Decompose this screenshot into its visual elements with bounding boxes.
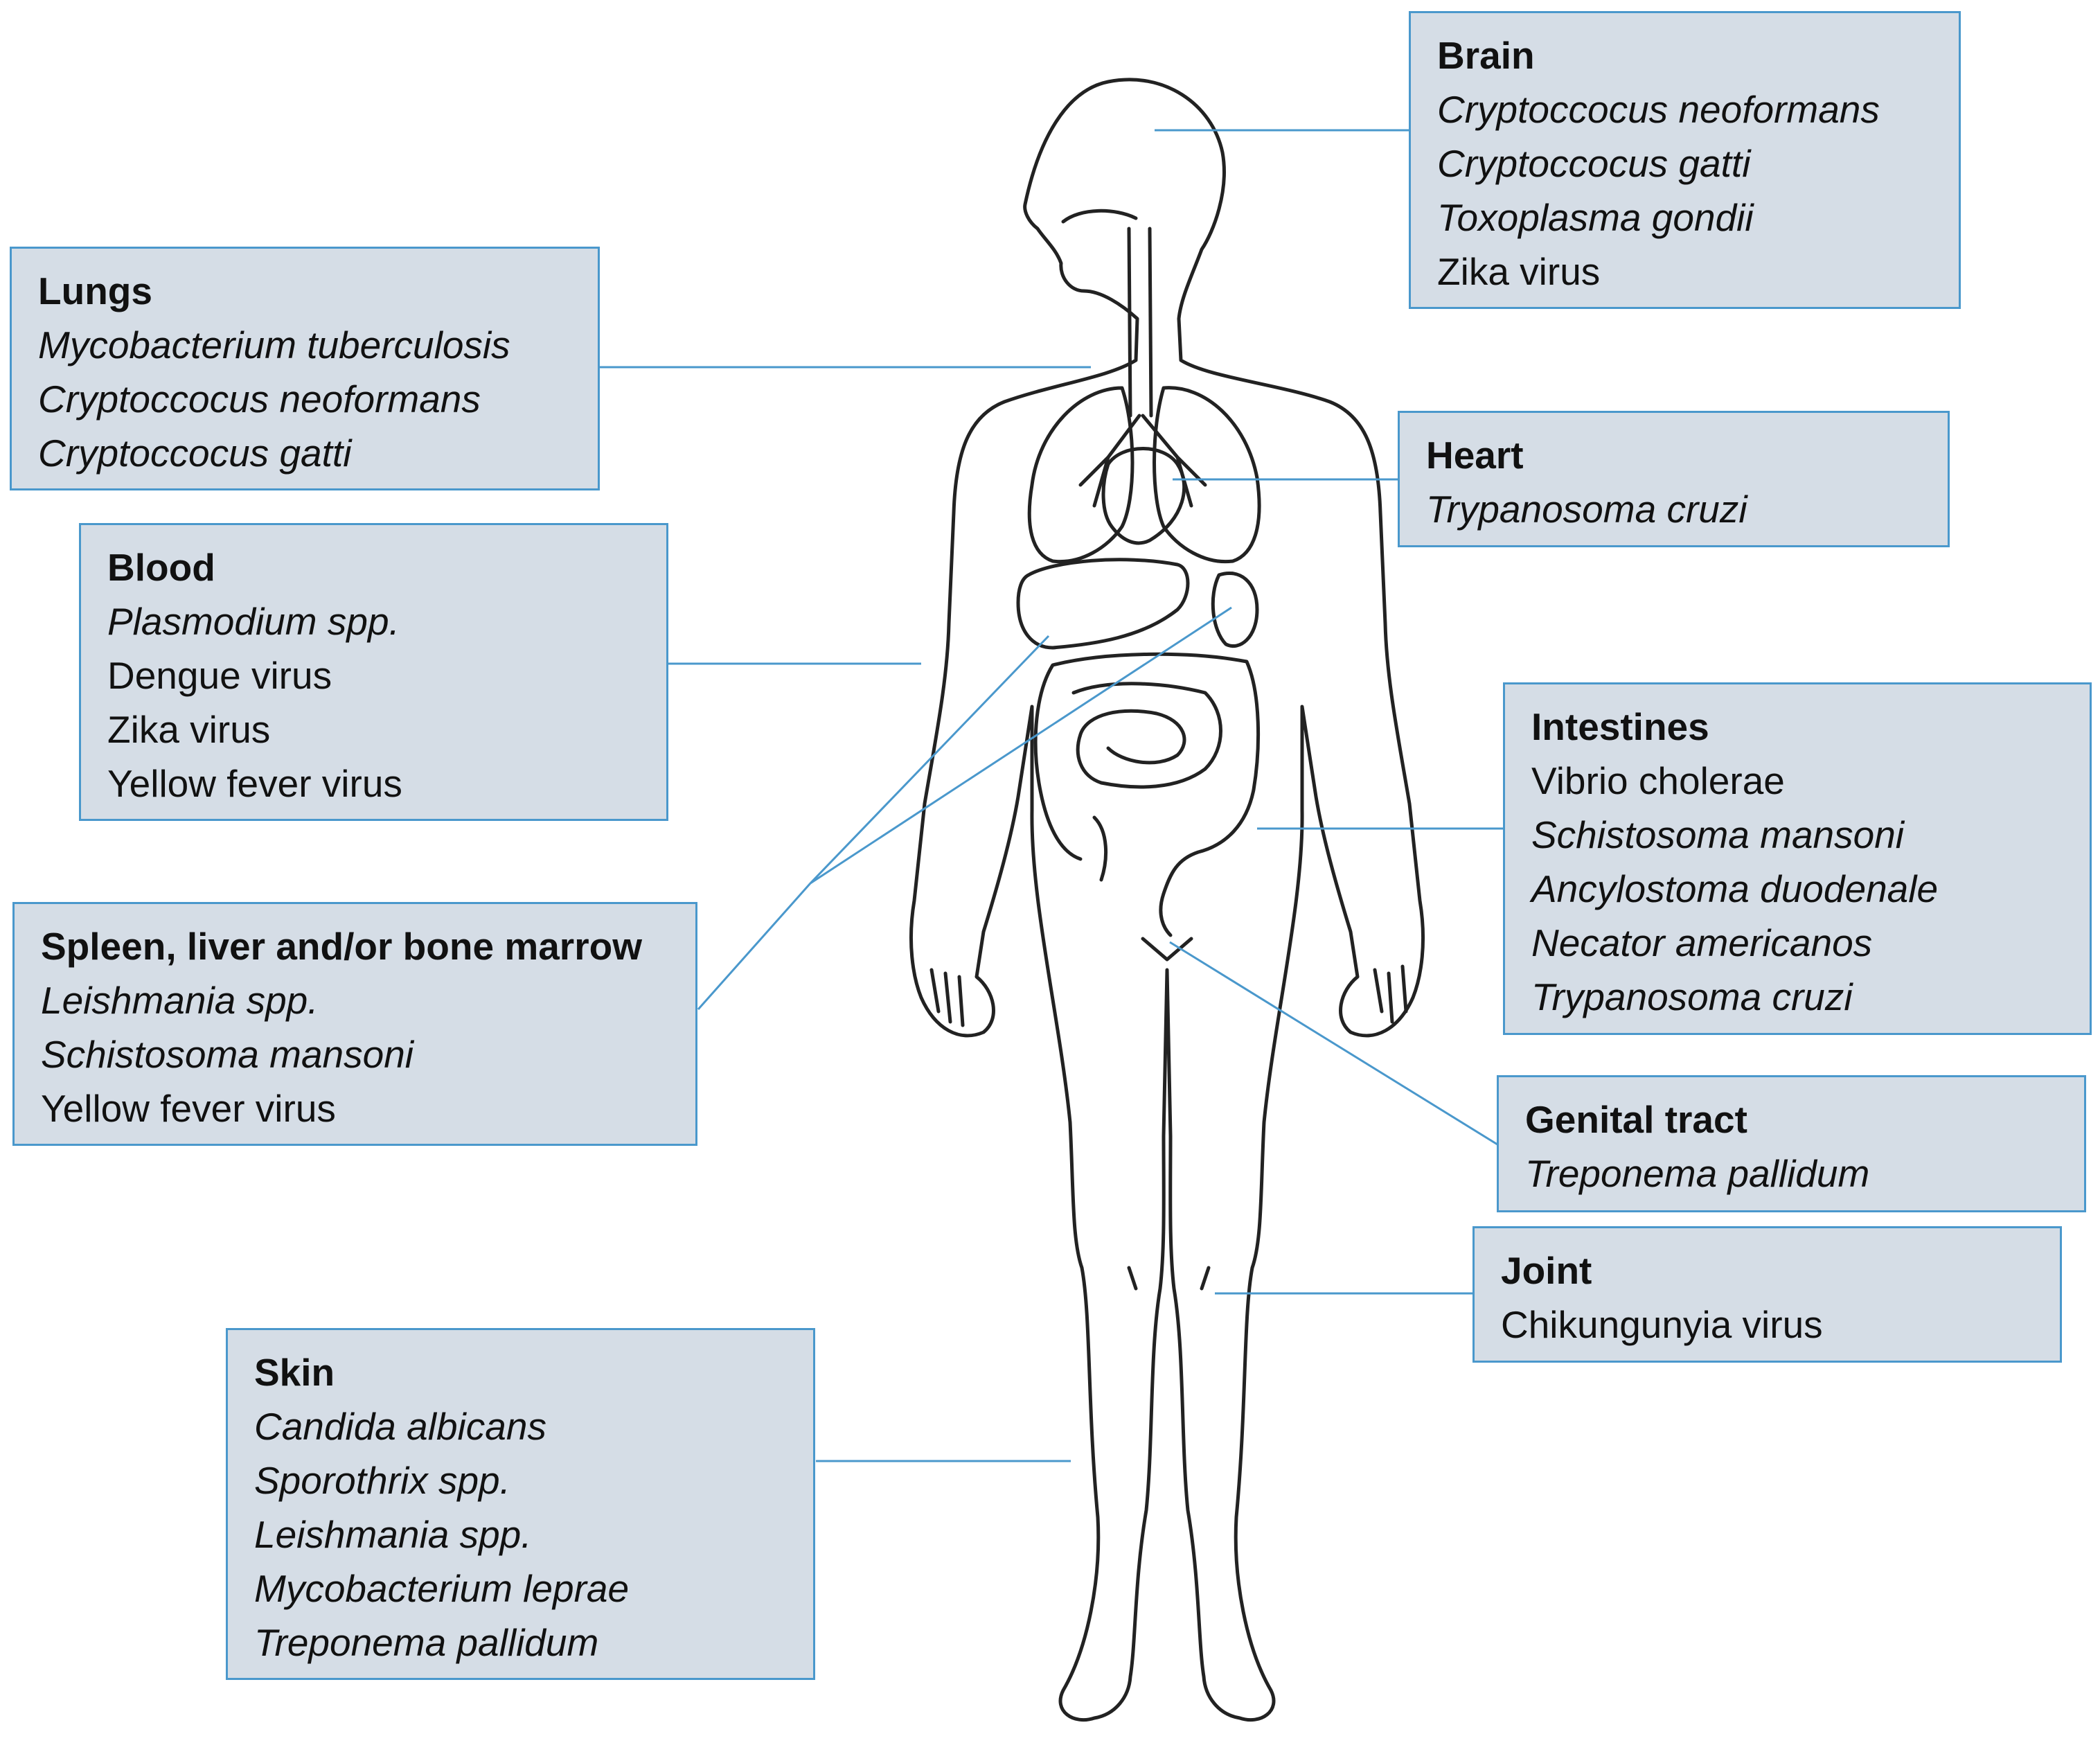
large-intestine	[1033, 652, 1261, 937]
blood-organism: Yellow fever virus	[107, 762, 402, 805]
spleen-organism: Leishmania spp.	[41, 979, 319, 1022]
brain-organism: Zika virus	[1437, 250, 1601, 293]
joint-title: Joint	[1501, 1249, 1592, 1292]
appendix	[1092, 815, 1108, 882]
spleen-organism: Schistosoma mansoni	[41, 1033, 414, 1076]
blood-organism: Zika virus	[107, 708, 271, 751]
genital-tract-title: Genital tract	[1525, 1098, 1747, 1141]
lungs-organism: Cryptoccocus gatti	[38, 432, 352, 475]
bronchi	[1078, 414, 1207, 508]
leader-lines	[598, 129, 1503, 1462]
lungs-organism: Cryptoccocus neoformans	[38, 378, 481, 421]
nasal-passage	[1061, 209, 1138, 224]
heart-box: Heart Trypanosoma cruzi	[1398, 411, 1950, 547]
skin-title: Skin	[254, 1351, 335, 1394]
leader-spleen-2	[809, 635, 1050, 885]
blood-organism: Plasmodium spp.	[107, 600, 400, 643]
liver	[1016, 558, 1190, 650]
heart-title: Heart	[1426, 434, 1524, 477]
intestines-organism: Vibrio cholerae	[1531, 759, 1785, 802]
knee-lines	[1127, 1266, 1211, 1291]
blood-title: Blood	[107, 546, 215, 589]
genital-organism: Treponema pallidum	[1525, 1152, 1870, 1195]
right-hand-fingers	[1373, 964, 1408, 1024]
skin-organism: Candida albicans	[254, 1405, 546, 1448]
genital-tract-box: Genital tract Treponema pallidum	[1497, 1075, 2086, 1212]
leader-spleen-3	[810, 606, 1232, 885]
joint-box: Joint Chikungunyia virus	[1472, 1226, 2062, 1363]
lungs-box: Lungs Mycobacterium tuberculosis Cryptoc…	[10, 247, 600, 490]
spleen-liver-bone-marrow-box: Spleen, liver and/or bone marrow Leishma…	[12, 902, 697, 1146]
leader-genital	[1169, 941, 1498, 1146]
brain-box: Brain Cryptoccocus neoformans Cryptoccoc…	[1409, 11, 1961, 309]
skin-organism: Treponema pallidum	[254, 1621, 599, 1664]
small-intestine	[1071, 682, 1222, 789]
left-hand-fingers	[929, 968, 965, 1027]
left-lung	[1027, 386, 1134, 564]
skin-box: Skin Candida albicans Sporothrix spp. Le…	[226, 1328, 815, 1680]
intestines-organism: Ancylostoma duodenale	[1531, 867, 1939, 910]
brain-organism: Toxoplasma gondii	[1437, 196, 1754, 239]
heart-organism: Trypanosoma cruzi	[1426, 488, 1747, 531]
blood-organism: Dengue virus	[107, 654, 332, 697]
lungs-title: Lungs	[38, 269, 152, 312]
brain-organism: Cryptoccocus neoformans	[1437, 88, 1880, 131]
body-outline	[909, 78, 1425, 1722]
trachea	[1127, 227, 1153, 418]
intestines-box: Intestines Vibrio cholerae Schistosoma m…	[1503, 682, 2092, 1035]
heart	[1101, 447, 1186, 545]
brain-title: Brain	[1437, 34, 1535, 77]
joint-organism: Chikungunyia virus	[1501, 1303, 1823, 1346]
lungs-organism: Mycobacterium tuberculosis	[38, 324, 510, 366]
brain-organism: Cryptoccocus gatti	[1437, 142, 1751, 185]
skin-organism: Mycobacterium leprae	[254, 1567, 630, 1610]
pelvis-lines	[1141, 937, 1193, 962]
right-lung	[1153, 386, 1261, 564]
intestines-title: Intestines	[1531, 705, 1709, 748]
spleen-liver-bone-marrow-title: Spleen, liver and/or bone marrow	[41, 925, 642, 968]
spleen-organism: Yellow fever virus	[41, 1087, 336, 1130]
leader-spleen-1	[697, 883, 812, 1010]
skin-organism: Leishmania spp.	[254, 1513, 532, 1556]
intestines-organism: Schistosoma mansoni	[1531, 813, 1905, 856]
skin-organism: Sporothrix spp.	[254, 1459, 510, 1502]
intestines-organism: Trypanosoma cruzi	[1531, 975, 1853, 1018]
stomach	[1211, 571, 1259, 648]
blood-box: Blood Plasmodium spp. Dengue virus Zika …	[79, 523, 668, 821]
intestines-organism: Necator americanos	[1531, 921, 1873, 964]
